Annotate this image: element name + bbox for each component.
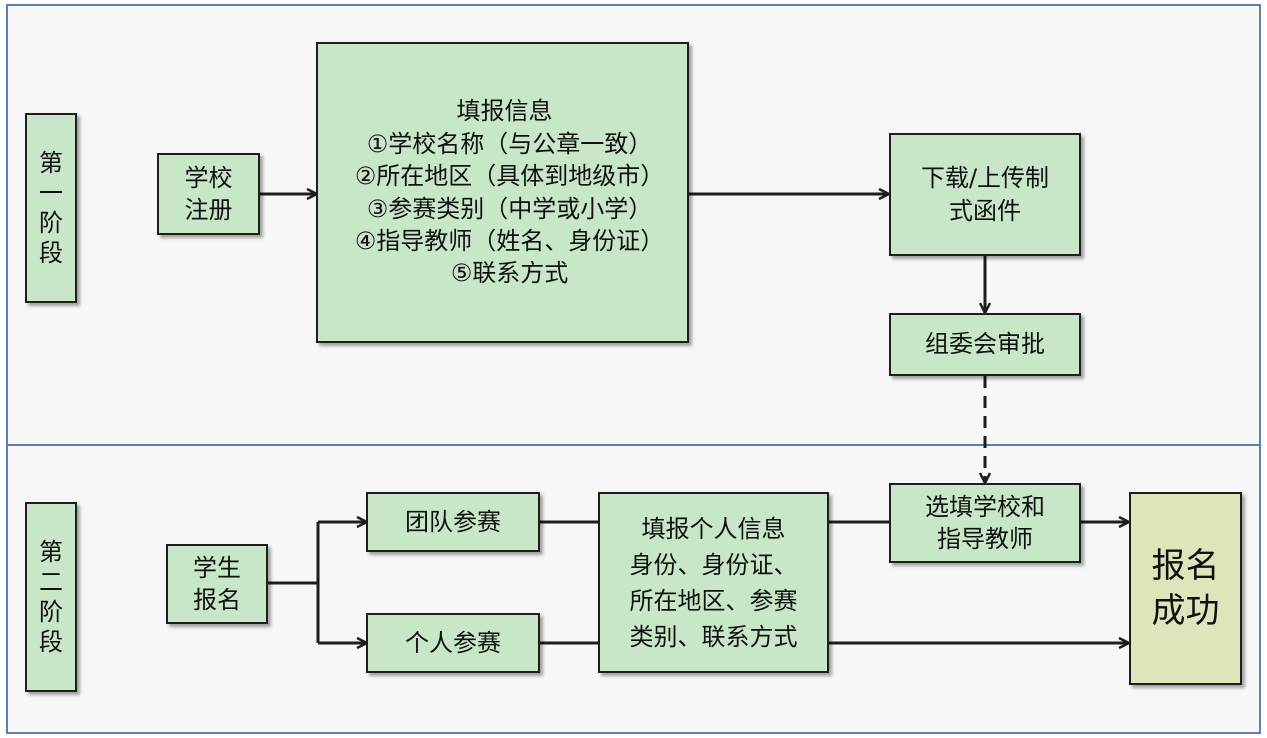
student-register-line: 学生	[193, 553, 241, 582]
personal-info-line: 填报个人信息	[641, 514, 786, 543]
download-upload-line: 下载/上传制	[920, 164, 1050, 193]
personal-info-line: 所在地区、参赛	[629, 586, 798, 615]
success-line: 成功	[1151, 590, 1220, 631]
team-entry-box: 团队参赛	[366, 492, 540, 552]
select-school-teacher-box: 选填学校和 指导教师	[889, 483, 1081, 563]
committee-approval-text: 组委会审批	[925, 330, 1045, 359]
fill-info-item: ④指导教师（姓名、身份证）	[354, 226, 665, 255]
fill-info-item: ③参赛类别（中学或小学）	[366, 194, 653, 223]
school-register-box: 学校 注册	[157, 153, 260, 235]
select-school-teacher-line: 指导教师	[937, 525, 1033, 553]
download-upload-line: 式函件	[949, 196, 1021, 225]
personal-info-line: 类别、联系方式	[629, 622, 798, 651]
download-upload-letter-box: 下载/上传制 式函件	[889, 133, 1081, 256]
team-entry-text: 团队参赛	[405, 507, 501, 536]
individual-entry-box: 个人参赛	[366, 613, 540, 673]
fill-info-box: 填报信息 ①学校名称（与公章一致） ②所在地区（具体到地级市） ③参赛类别（中学…	[316, 42, 689, 343]
select-school-teacher-line: 选填学校和	[925, 492, 1045, 521]
stage-label-char: 段	[39, 239, 63, 267]
committee-approval-box: 组委会审批	[889, 313, 1081, 376]
registration-success-box: 报名 成功	[1129, 492, 1242, 685]
school-register-line: 学校	[184, 163, 233, 192]
personal-info-box: 填报个人信息 身份、身份证、 所在地区、参赛 类别、联系方式	[598, 492, 829, 673]
fill-info-item: ②所在地区（具体到地级市）	[354, 162, 665, 191]
stage-label-char: 二	[39, 568, 63, 596]
stage-label-char: 段	[39, 628, 63, 656]
individual-entry-text: 个人参赛	[405, 628, 501, 657]
personal-info-line: 身份、身份证、	[629, 550, 798, 579]
student-register-box: 学生 报名	[166, 544, 268, 624]
stage-label-char: 第	[39, 538, 63, 566]
stage-label-char: 第	[39, 149, 63, 177]
school-register-line: 注册	[184, 196, 233, 224]
stage-two-label: 第 二 阶 段	[25, 502, 77, 692]
stage-label-char: 阶	[39, 598, 63, 626]
stage-label-char: 一	[39, 179, 63, 207]
fill-info-item: ①学校名称（与公章一致）	[366, 129, 653, 158]
success-line: 报名	[1151, 546, 1220, 587]
student-register-line: 报名	[193, 586, 241, 614]
stage-label-char: 阶	[39, 209, 63, 237]
stage-one-label: 第 一 阶 段	[25, 113, 77, 303]
fill-info-title: 填报信息	[456, 97, 553, 126]
fill-info-item: ⑤联系方式	[450, 259, 569, 288]
